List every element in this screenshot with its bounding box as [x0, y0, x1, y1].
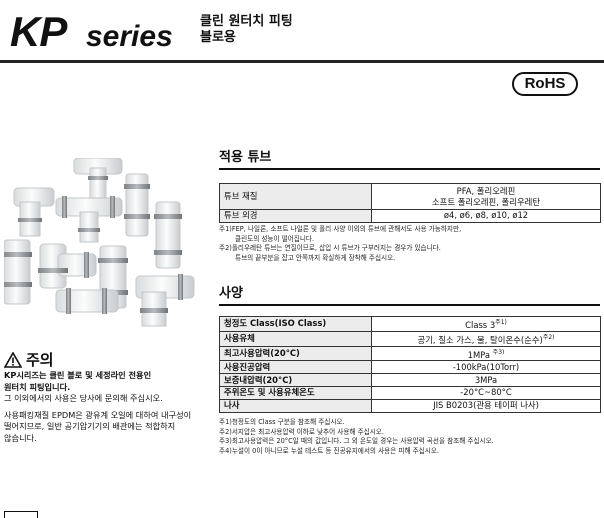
spec-note-2: 주2)서지압은 최고사용압력 이하로 낮추어 사용해 주십시오. — [219, 427, 384, 436]
spec-value: 1MPa 주3) — [371, 345, 601, 362]
brand-kp: KP — [10, 8, 67, 55]
spec-label: 사용유체 — [219, 330, 372, 347]
caution-line-3: 그 이외에서의 사용은 당사에 문의해 주십시오. — [4, 393, 163, 403]
table-row: 사용유체 공기, 질소 가스, 물, 탈이온수(순수)주2) — [219, 330, 601, 347]
spec-label: 최고사용압력(20°C) — [219, 345, 372, 362]
page-title-line1: 클린 원터치 피팅 — [200, 14, 293, 29]
tube-material-value: PFA, 폴리오레핀 소프트 폴리오레핀, 폴리우레탄 — [371, 183, 601, 210]
spec-value: -100kPa(10Torr) — [371, 360, 601, 375]
spec-label: 청정도 Class(ISO Class) — [219, 316, 372, 332]
spec-note-3: 주3)최고사용압력은 20°C일 때의 값입니다. 그 외 온도일 경우는 사용… — [219, 437, 494, 446]
spec-table: 청정도 Class(ISO Class) Class 3주1) 사용유체 공기,… — [219, 316, 601, 413]
spec-value: JIS B0203(관용 테이퍼 나사) — [371, 398, 601, 413]
fitting-elbow-center — [38, 243, 97, 289]
spec-notes: 주1)청정도의 Class 구분을 참조해 주십시오. 주2)서지압은 최고사용… — [219, 418, 604, 456]
table-row: 튜브 재질 PFA, 폴리오레핀 소프트 폴리오레핀, 폴리우레탄 — [219, 183, 601, 210]
rohs-badge: RoHS — [512, 72, 578, 96]
header-rule — [0, 60, 604, 63]
caution-heading: 주의 — [4, 350, 204, 370]
page-bottom-marker — [4, 511, 38, 518]
spec-value: 3MPa — [371, 373, 601, 387]
spec-label: 나사 — [219, 398, 372, 413]
tube-material-label: 튜브 재질 — [219, 183, 372, 210]
spec-note-1: 주1)청정도의 Class 구분을 참조해 주십시오. — [219, 418, 345, 426]
page-title: 클린 원터치 피팅 블로용 — [200, 14, 293, 46]
spec-label: 사용진공압력 — [219, 360, 372, 375]
table-row: 최고사용압력(20°C) 1MPa 주3) — [219, 345, 601, 362]
spec-value: -20°C~80°C — [371, 385, 601, 400]
section-rule-tube — [219, 168, 600, 170]
caution-line-1: KP시리즈는 클린 블로 및 세정라인 전용인 — [4, 370, 152, 380]
tube-table: 튜브 재질 PFA, 폴리오레핀 소프트 폴리오레핀, 폴리우레탄 튜브 외경 … — [219, 183, 601, 223]
caution-line-2: 원터치 피팅입니다. — [4, 381, 71, 392]
section-rule-spec — [219, 304, 600, 306]
spec-value: Class 3주1) — [371, 316, 601, 332]
caution-para2-line-2: 떨어지므로, 일반 공기압기기의 배관에는 적합하지 — [4, 421, 176, 431]
fitting-union-front — [55, 288, 119, 314]
spec-value: 공기, 질소 가스, 물, 탈이온수(순수)주2) — [371, 330, 601, 347]
tube-od-label: 튜브 외경 — [219, 209, 372, 223]
caution-block: 주의 KP시리즈는 클린 블로 및 세정라인 전용인 원터치 피팅입니다. 그 … — [4, 350, 204, 444]
table-row: 청정도 Class(ISO Class) Class 3주1) — [219, 316, 601, 332]
fitting-elbow-right — [135, 274, 195, 327]
fitting-tee-middle — [55, 196, 123, 243]
warning-icon — [4, 352, 22, 368]
fitting-tee-top — [73, 158, 123, 199]
caution-title: 주의 — [26, 351, 54, 369]
tube-od-value: ø4, ø6, ø8, ø10, ø12 — [371, 209, 601, 223]
table-row: 튜브 외경 ø4, ø6, ø8, ø10, ø12 — [219, 209, 601, 223]
tube-material-value-line2: 소프트 폴리오레핀, 폴리우레탄 — [431, 196, 541, 207]
table-row: 보증내압력(20°C) 3MPa — [219, 373, 601, 387]
section-title-tube: 적용 튜브 — [219, 150, 272, 165]
tube-note-1: 주1)FEP, 나일론, 소프트 나일론 및 폴리 사양 이외의 튜브에 관해서… — [219, 225, 462, 233]
tube-material-value-line1: PFA, 폴리오레핀 — [456, 185, 516, 196]
fitting-straight-top — [124, 173, 150, 237]
section-title-spec: 사양 — [219, 286, 243, 301]
spec-label: 주위온도 및 사용유체온도 — [219, 385, 372, 400]
tube-notes: 주1)FEP, 나일론, 소프트 나일론 및 폴리 사양 이외의 튜브에 관해서… — [219, 225, 604, 263]
fitting-union-left — [4, 239, 32, 305]
fitting-elbow-left — [13, 187, 55, 237]
page-title-line2: 블로용 — [200, 30, 236, 45]
table-row: 나사 JIS B0203(관용 테이퍼 나사) — [219, 398, 601, 413]
brand-series: series — [86, 20, 173, 53]
caution-para2-line-1: 사용패킹재질 EPDM은 광유계 오일에 대하여 내구성이 — [4, 409, 192, 420]
spec-note-4: 주4)누설이 0이 아니므로 누설 테스트 등 진공유지에서의 사용은 피해 주… — [219, 446, 439, 455]
caution-para2-line-3: 않습니다. — [4, 432, 37, 443]
tube-note-1b: 클린도의 성능이 떨어집니다. — [235, 234, 315, 243]
spec-label: 보증내압력(20°C) — [219, 373, 372, 387]
table-row: 사용진공압력 -100kPa(10Torr) — [219, 360, 601, 375]
product-image — [4, 158, 195, 327]
tube-note-2b: 튜브의 끝부분을 잡고 안쪽까지 확실하게 장착해 주십시오. — [235, 253, 396, 262]
table-row: 주위온도 및 사용유체온도 -20°C~80°C — [219, 385, 601, 400]
tube-note-2: 주2)폴리우레탄 튜브는 연질이므로, 삽입 시 튜브가 구부러지는 경우가 있… — [219, 244, 441, 253]
fitting-straight-right — [154, 201, 182, 269]
